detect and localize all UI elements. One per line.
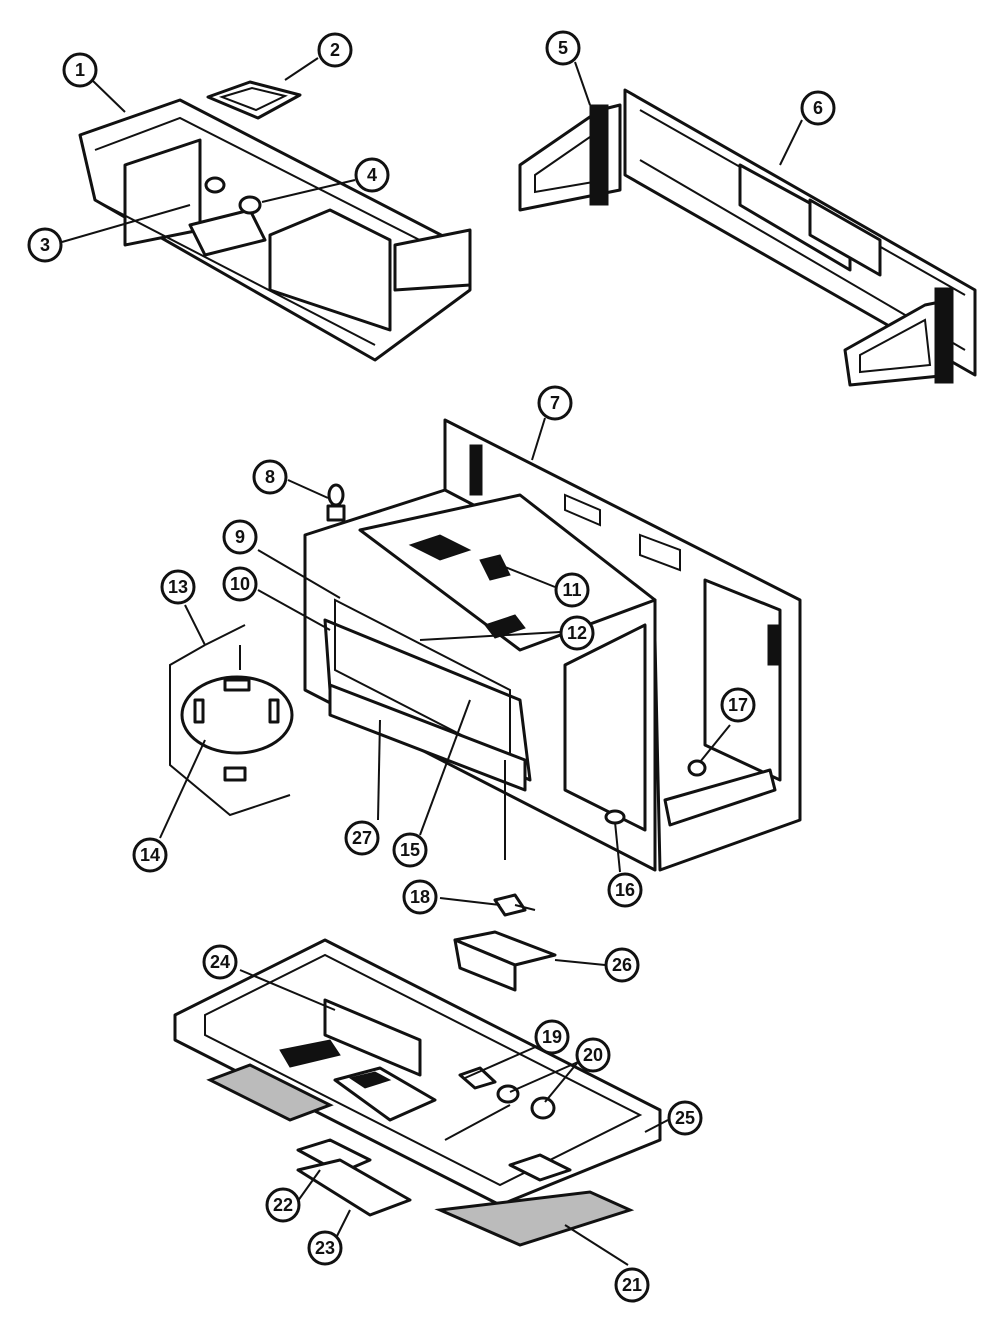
- callout-9: 9: [222, 519, 258, 555]
- callout-7: 7: [537, 385, 573, 421]
- callout-14: 14: [132, 837, 168, 873]
- latch-part-17: [687, 759, 707, 777]
- callout-5: 5: [545, 30, 581, 66]
- callout-8: 8: [252, 459, 288, 495]
- filter-part-21: [434, 1190, 635, 1247]
- callout-25-label: 25: [675, 1108, 695, 1128]
- callout-21: 21: [614, 1267, 650, 1303]
- control-panel-part-27: [328, 683, 527, 792]
- callout-11-label: 11: [562, 580, 581, 600]
- gasket-part-2: [206, 80, 302, 120]
- callout-23: 23: [307, 1230, 343, 1266]
- callout-27: 27: [344, 820, 380, 856]
- callout-17: 17: [720, 687, 756, 723]
- callout-12-label: 12: [567, 623, 587, 643]
- base-tray-part: [78, 98, 472, 362]
- callout-9-label: 9: [235, 527, 245, 547]
- callout-10-label: 10: [230, 574, 250, 594]
- callout-8-label: 8: [265, 467, 275, 487]
- callout-25: 25: [667, 1100, 703, 1136]
- callout-2: 2: [317, 32, 353, 68]
- callout-26: 26: [604, 947, 640, 983]
- grille-part-24: [206, 1063, 334, 1122]
- callout-20-label: 20: [583, 1045, 603, 1065]
- callout-14-label: 14: [140, 845, 160, 865]
- callout-23-label: 23: [315, 1238, 335, 1258]
- callout-4: 4: [354, 157, 390, 193]
- callout-6-label: 6: [813, 98, 823, 118]
- callout-1: 1: [62, 52, 98, 88]
- lens-part-22: [296, 1138, 412, 1217]
- callout-22-label: 22: [273, 1195, 293, 1215]
- callout-24-label: 24: [210, 952, 230, 972]
- tray-part-26: [453, 930, 557, 992]
- light-plate-part-13: [169, 624, 294, 817]
- callout-24: 24: [202, 944, 238, 980]
- callout-13: 13: [160, 569, 196, 605]
- callout-26-label: 26: [612, 955, 632, 975]
- callout-27-label: 27: [352, 828, 372, 848]
- callout-11: 11: [554, 572, 590, 608]
- switch-part-8: [326, 483, 346, 522]
- callout-19-label: 19: [542, 1027, 562, 1047]
- callout-2-label: 2: [330, 40, 340, 60]
- callout-6: 6: [800, 90, 836, 126]
- callout-18-label: 18: [410, 887, 430, 907]
- callout-1-label: 1: [75, 60, 85, 80]
- callout-19: 19: [534, 1019, 570, 1055]
- callout-22: 22: [265, 1187, 301, 1223]
- callout-5-label: 5: [558, 38, 568, 58]
- callout-13-label: 13: [168, 577, 188, 597]
- callout-12: 12: [559, 615, 595, 651]
- callout-18: 18: [402, 879, 438, 915]
- grommet-part-4: [204, 176, 262, 215]
- mount-part-16: [604, 809, 626, 825]
- knob-part-20: [530, 1096, 556, 1120]
- callout-20: 20: [575, 1037, 611, 1073]
- callout-4-label: 4: [367, 165, 377, 185]
- callout-7-label: 7: [550, 393, 560, 413]
- sensor-part-18: [493, 893, 536, 917]
- callout-17-label: 17: [728, 695, 748, 715]
- callout-15-label: 15: [400, 840, 420, 860]
- callout-3: 3: [27, 227, 63, 263]
- bracket-part-5: [518, 103, 954, 387]
- leader-lines: [61, 57, 803, 1266]
- callout-16: 16: [607, 872, 643, 908]
- callout-16-label: 16: [615, 880, 635, 900]
- callout-3-label: 3: [40, 235, 50, 255]
- callout-21-label: 21: [622, 1275, 642, 1295]
- callout-10: 10: [222, 566, 258, 602]
- callout-15: 15: [392, 832, 428, 868]
